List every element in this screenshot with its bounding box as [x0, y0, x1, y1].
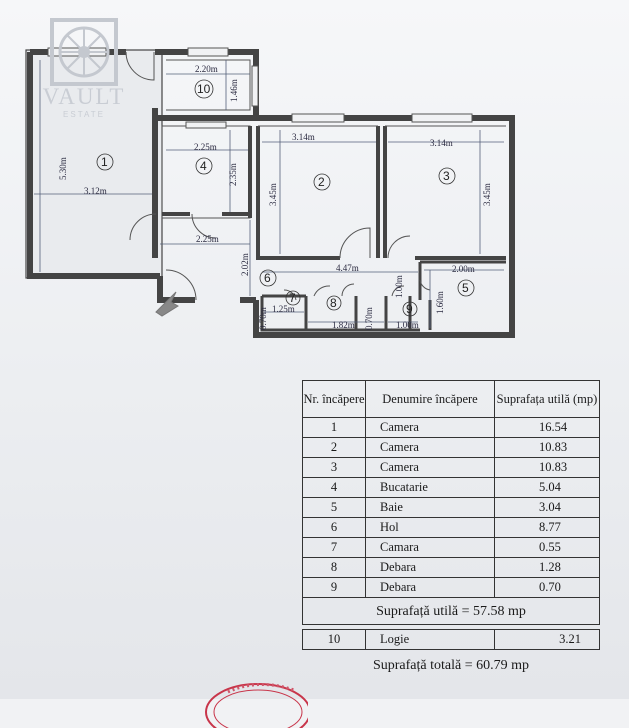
- dim-bath-width: 2.00m: [452, 264, 475, 274]
- cell-nr: 5: [302, 497, 366, 518]
- cell-name: Debara: [365, 577, 495, 598]
- header-useful-area: Suprafața utilă (mp): [494, 380, 600, 418]
- cell-area: 16.54: [494, 417, 600, 438]
- area-table: Nr. încăpere Denumire încăpere Suprafața…: [302, 380, 600, 680]
- dim-closet9-width: 1.00m: [396, 320, 419, 330]
- cell-area: 5.04: [494, 477, 600, 498]
- logo-brand: VAULT: [42, 84, 126, 109]
- room-number: 7: [289, 291, 296, 305]
- cell-name: Camara: [365, 537, 495, 558]
- cell-name: Camera: [365, 417, 495, 438]
- header-room-name: Denumire încăpere: [365, 380, 495, 418]
- dim-room3-width: 3.14m: [430, 138, 453, 148]
- useful-total-row: Suprafață utilă = 57.58 mp: [302, 597, 600, 625]
- cell-nr: 10: [302, 629, 366, 650]
- room-number: 8: [330, 296, 337, 310]
- cell-area: 0.55: [494, 537, 600, 558]
- dim-closet8-width: 1.82m: [332, 320, 355, 330]
- cell-area: 3.21: [494, 629, 600, 650]
- dim-hall-length: 4.47m: [336, 263, 359, 273]
- wheel-icon: [50, 18, 118, 86]
- room-number: 1: [101, 155, 108, 169]
- cell-area: 1.28: [494, 557, 600, 578]
- room-number: 5: [462, 281, 469, 295]
- dim-logia-width: 2.20m: [195, 64, 218, 74]
- cell-name: Camera: [365, 457, 495, 478]
- room-number: 4: [200, 159, 207, 173]
- dim-room3-height: 3.45m: [482, 183, 492, 206]
- room-number: 10: [197, 82, 211, 96]
- dim-hall-width: 2.25m: [196, 234, 219, 244]
- grand-total-row: Suprafață totală = 60.79 mp: [303, 650, 600, 681]
- cell-nr: 4: [302, 477, 366, 498]
- cell-nr: 6: [302, 517, 366, 538]
- doors: [125, 51, 431, 301]
- cell-nr: 3: [302, 457, 366, 478]
- dim-room1-height: 5.30m: [58, 157, 68, 180]
- cell-area: 0.70: [494, 577, 600, 598]
- dim-logia-height: 1.46m: [229, 79, 239, 102]
- cell-area: 10.83: [494, 457, 600, 478]
- cell-nr: 7: [302, 537, 366, 558]
- cell-name: Baie: [365, 497, 495, 518]
- room-number: 2: [318, 175, 325, 189]
- dim-closet8-height: 0.70m: [364, 307, 374, 330]
- room-number: 6: [264, 271, 271, 285]
- room-number: 9: [406, 302, 413, 316]
- dim-room2-height: 3.45m: [268, 183, 278, 206]
- room-number: 3: [443, 169, 450, 183]
- cell-nr: 8: [302, 557, 366, 578]
- certification-stamp: [205, 682, 308, 728]
- room-markers: 1 2 3 4 5 6 7 8 9 10: [96, 79, 475, 317]
- dim-room1-width: 3.12m: [84, 186, 107, 196]
- dim-pantry-width: 1.25m: [272, 304, 295, 314]
- cell-area: 3.04: [494, 497, 600, 518]
- useful-total: Suprafață utilă = 57.58 mp: [302, 597, 600, 625]
- cell-area: 8.77: [494, 517, 600, 538]
- dim-bath-height: 1.60m: [435, 291, 445, 314]
- dim-pantry-height: 0.70m: [258, 307, 268, 330]
- cell-name: Hol: [365, 517, 495, 538]
- logo-subtitle: ESTATE: [63, 110, 105, 119]
- cell-name: Camera: [365, 437, 495, 458]
- cell-name: Logie: [365, 629, 495, 650]
- header-room-number: Nr. încăpere: [302, 380, 366, 418]
- dim-closet9-height: 1.00m: [394, 275, 404, 298]
- cell-nr: 1: [302, 417, 366, 438]
- dim-kitchen-height: 2.35m: [228, 163, 238, 186]
- cell-name: Debara: [365, 557, 495, 578]
- vault-estate-logo: VAULT ESTATE: [34, 18, 134, 128]
- dim-room2-width: 3.14m: [292, 132, 315, 142]
- cell-nr: 2: [302, 437, 366, 458]
- entrance-arrow-icon: [155, 291, 179, 317]
- cell-name: Bucatarie: [365, 477, 495, 498]
- dim-hall-height: 2.02m: [240, 253, 250, 276]
- cell-nr: 9: [302, 577, 366, 598]
- dimension-lines: [34, 60, 504, 328]
- grand-total: Suprafață totală = 60.79 mp: [372, 657, 530, 673]
- dim-kitchen-width: 2.25m: [194, 142, 217, 152]
- cell-area: 10.83: [494, 437, 600, 458]
- table-header: Nr. încăpere Denumire încăpere Suprafața…: [302, 380, 600, 418]
